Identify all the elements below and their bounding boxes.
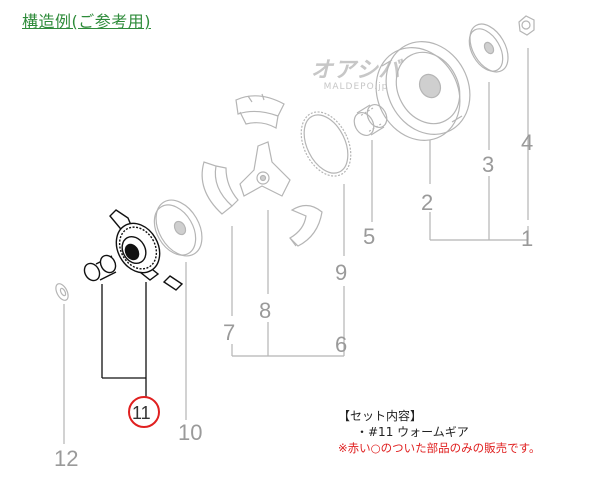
watermark-logo-text: オアシバ <box>310 58 402 83</box>
thrust-washer-part <box>153 199 203 257</box>
washer-part <box>468 23 509 73</box>
set-contents-title: 【セット内容】 <box>338 409 423 423</box>
part-number-1: 1 <box>521 226 533 251</box>
set-contents-note: 【セット内容】 ・#11 ウォームギア ※赤い○のついた部品のみの販売です。 <box>338 408 596 456</box>
part-number-11: 11 <box>132 403 151 423</box>
clutch-hub-part <box>239 141 291 197</box>
spring-ring-part <box>300 111 352 177</box>
shop-watermark-logo: オアシバ MALDEPO.jp <box>296 52 416 92</box>
clutch-shoe-part <box>201 93 323 247</box>
leader-lines <box>63 48 529 444</box>
sales-note: ※赤い○のついた部品のみの販売です。 <box>338 441 541 455</box>
part-number-2: 2 <box>421 190 433 215</box>
needle-bearing-part <box>353 103 388 137</box>
diagram-heading: 構造例(ご参考用) <box>22 12 151 31</box>
part-number-7: 7 <box>223 320 235 345</box>
nut-part <box>518 15 535 36</box>
watermark-sub-text: MALDEPO.jp <box>323 82 389 92</box>
worm-gear-part <box>109 209 184 291</box>
part-number-5: 5 <box>363 224 375 249</box>
clutch-drum-part <box>375 41 471 141</box>
part-number-10: 10 <box>178 420 202 445</box>
part-11-leader-lines <box>101 282 147 398</box>
part-number-12: 12 <box>54 446 78 471</box>
highlighted-part-marker: 11 <box>128 396 160 428</box>
part-number-4: 4 <box>521 130 533 155</box>
part-number-6: 6 <box>335 332 347 357</box>
set-contents-item: ・#11 ウォームギア <box>356 425 469 439</box>
small-washer-part <box>55 283 69 301</box>
bushing-part <box>83 254 117 282</box>
part-number-9: 9 <box>335 260 347 285</box>
part-number-3: 3 <box>482 152 494 177</box>
part-number-8: 8 <box>259 298 271 323</box>
